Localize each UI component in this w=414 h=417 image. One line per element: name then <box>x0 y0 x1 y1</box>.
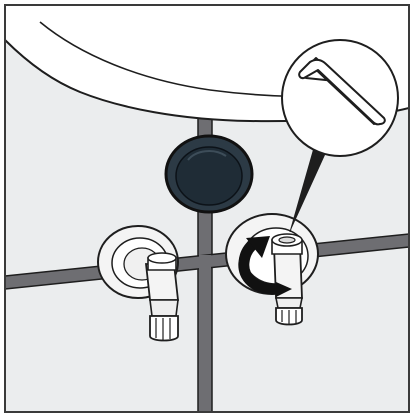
rotate-arrow-icon <box>238 236 292 297</box>
allen-key-callout <box>281 39 399 157</box>
angle-valve-left <box>97 225 180 342</box>
valve-left-knob <box>149 315 179 342</box>
drain-cover-inner <box>175 146 243 206</box>
frame-border <box>4 4 410 413</box>
callout-pointer <box>290 134 330 232</box>
drain-cover <box>164 134 254 214</box>
basin-underside <box>5 39 81 93</box>
callout-circle <box>281 39 399 157</box>
